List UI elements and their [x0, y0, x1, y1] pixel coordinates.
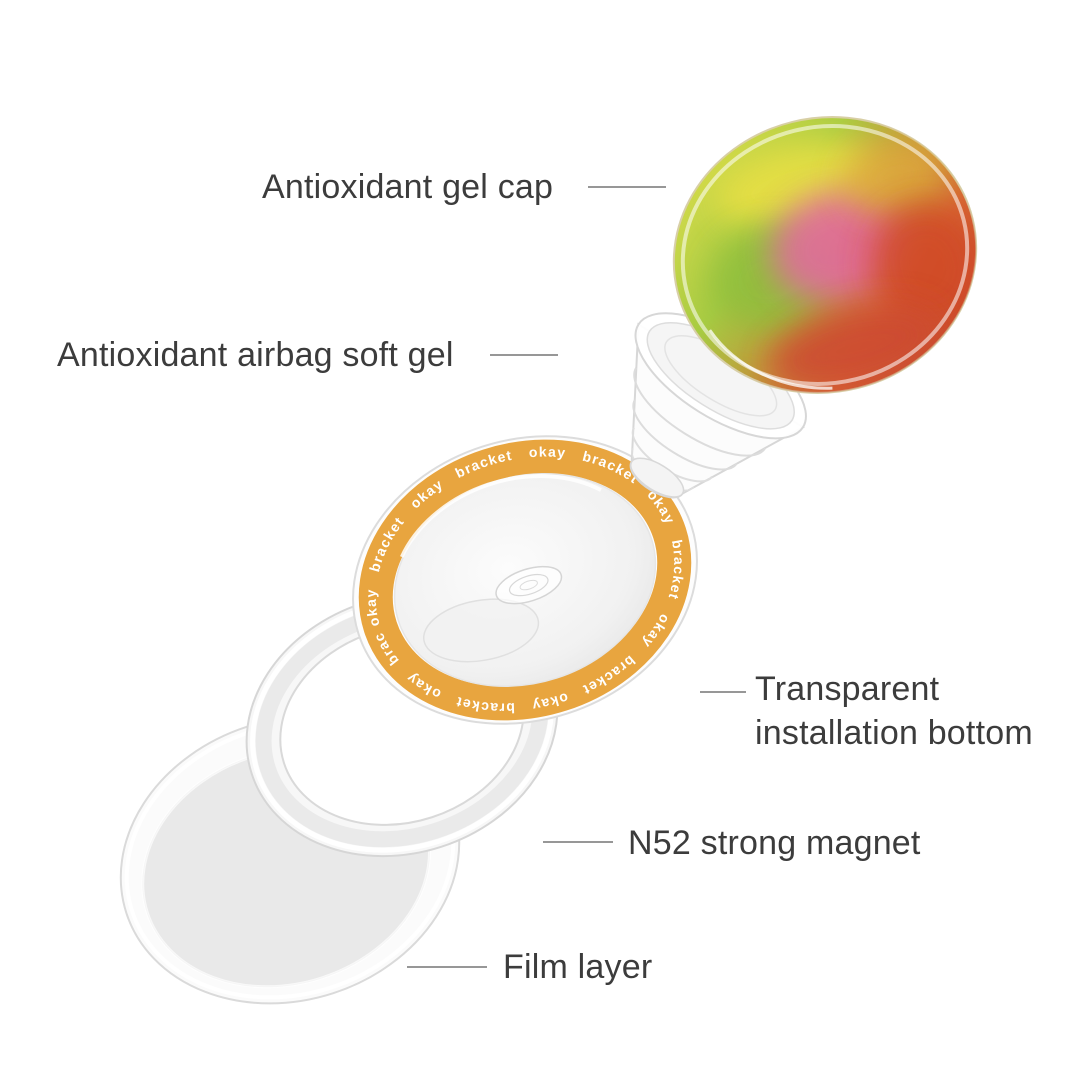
brand-ring	[358, 439, 692, 721]
leader-line-installation-bottom	[700, 691, 746, 693]
gel-cap-disc	[672, 116, 984, 394]
label-installation-bottom: Transparent installation bottom	[755, 670, 1033, 752]
leader-line-film	[407, 966, 487, 968]
installation-bottom-disc: okay bracket okay bracket okay bracket o…	[330, 418, 720, 743]
label-magnet: N52 strong magnet	[628, 824, 921, 862]
leader-line-magnet	[543, 841, 613, 843]
airbag-soft-gel-cone	[629, 312, 807, 499]
label-gel-cap: Antioxidant gel cap	[262, 168, 554, 206]
leader-line-gel-cap	[588, 186, 666, 188]
label-film: Film layer	[503, 948, 653, 986]
label-airbag: Antioxidant airbag soft gel	[57, 336, 454, 374]
leader-line-airbag	[490, 354, 558, 356]
